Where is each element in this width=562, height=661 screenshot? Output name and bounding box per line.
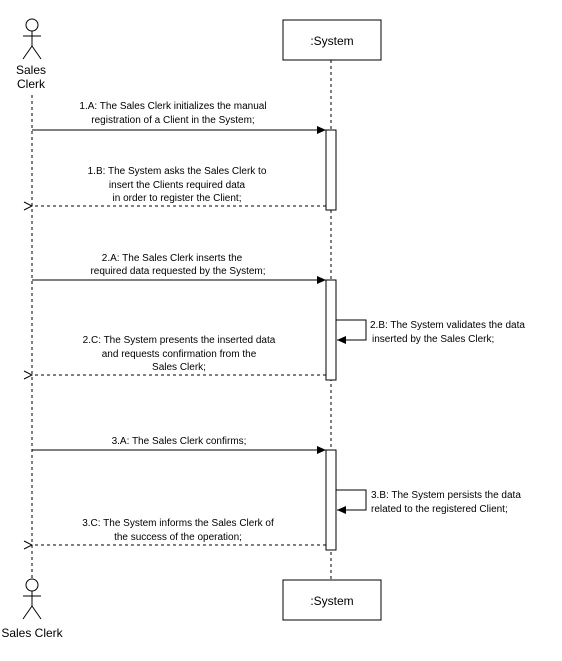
activation-bar-1 — [325, 129, 337, 211]
message-1b-line1: 1.B: The System asks the Sales Clerk to — [88, 166, 267, 177]
message-3c: 3.C: The System informs the Sales Clerk … — [32, 518, 326, 545]
message-1b-line3: in order to register the Client; — [113, 193, 242, 204]
message-3c-line2: the success of the operation; — [114, 532, 242, 543]
message-3a: 3.A: The Sales Clerk confirms; — [32, 436, 326, 454]
actor-top-label-line2: Clerk — [17, 77, 46, 91]
message-2a-line1: 2.A: The Sales Clerk inserts the — [102, 253, 243, 264]
message-3b: 3.B: The System persists the data relate… — [336, 489, 521, 515]
message-3a-line1: 3.A: The Sales Clerk confirms; — [112, 436, 247, 447]
message-1b: 1.B: The System asks the Sales Clerk to … — [32, 166, 326, 206]
system-participant-top: :System — [282, 19, 382, 61]
system-top-label: :System — [310, 34, 353, 48]
message-2b: 2.B: The System validates the data inser… — [336, 319, 525, 345]
message-2b-line2: inserted by the Sales Clerk; — [372, 334, 494, 345]
message-3c-line1: 3.C: The System informs the Sales Clerk … — [82, 518, 274, 529]
message-2c-line2: and requests confirmation from the — [102, 349, 257, 360]
message-3b-line2: related to the registered Client; — [371, 504, 508, 515]
message-1b-line2: insert the Clients required data — [109, 180, 246, 191]
actor-head-icon — [25, 18, 39, 32]
sales-clerk-actor-bottom: Sales Clerk — [1, 578, 64, 640]
message-2c-line1: 2.C: The System presents the inserted da… — [83, 335, 276, 346]
message-3b-line1: 3.B: The System persists the data — [371, 490, 521, 501]
message-1a-line2: registration of a Client in the System; — [91, 115, 254, 126]
message-1a: 1.A: The Sales Clerk initializes the man… — [32, 101, 326, 134]
message-2b-line1: 2.B: The System validates the data — [370, 320, 525, 331]
sales-clerk-actor-top: Sales Clerk — [16, 18, 46, 91]
message-2a: 2.A: The Sales Clerk inserts the require… — [32, 253, 326, 284]
activation-bar-2 — [325, 279, 337, 381]
actor-bottom-label: Sales Clerk — [1, 626, 63, 640]
actor-head-icon — [25, 578, 39, 592]
message-2c-line3: Sales Clerk; — [152, 362, 206, 373]
activation-bar-3 — [325, 449, 337, 551]
message-1a-line1: 1.A: The Sales Clerk initializes the man… — [79, 101, 266, 112]
message-2c: 2.C: The System presents the inserted da… — [32, 335, 326, 375]
message-2a-line2: required data requested by the System; — [90, 266, 265, 277]
system-participant-bottom: :System — [282, 579, 382, 621]
system-bottom-label: :System — [310, 594, 353, 608]
actor-top-label-line1: Sales — [16, 63, 46, 77]
